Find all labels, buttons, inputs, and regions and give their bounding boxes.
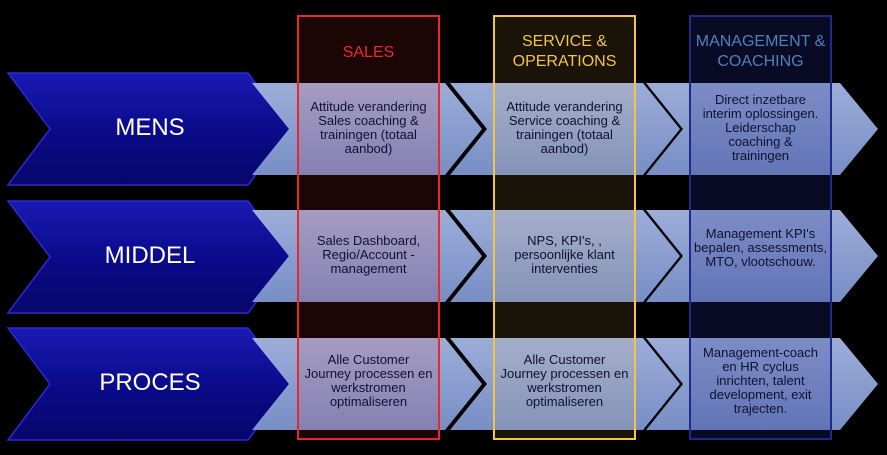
- cell-chevrons: [252, 83, 878, 430]
- cell-middel-service: NPS, KPI's, , persoonlijke klant interve…: [514, 233, 615, 276]
- column-overlays: [298, 16, 831, 439]
- cell-mens-sales: Attitude verandering Sales coaching & tr…: [310, 99, 427, 156]
- management-column-tint: [690, 16, 831, 439]
- cell-chevron-mens-sales: [252, 83, 482, 175]
- cell-chevron-middel-service: [450, 210, 680, 302]
- cell-middel-sales: Sales Dashboard, Regio/Account -manageme…: [316, 233, 421, 276]
- sales-column-tint: [298, 16, 439, 439]
- service-column-frame: [493, 15, 636, 440]
- cell-chevron-proces-management: [646, 338, 878, 430]
- service-column-title: SERVICE & OPERATIONS: [512, 33, 617, 70]
- cell-proces-sales: Alle Customer Journey processen en werks…: [304, 352, 433, 409]
- row-chevrons: [6, 72, 291, 441]
- row-chevron-mens: [6, 72, 291, 186]
- cell-mens-service: Attitude verandering Service coaching & …: [506, 99, 623, 156]
- row-chevron-proces: [6, 327, 291, 441]
- cell-chevron-mens-management: [646, 83, 878, 175]
- cell-chevron-middel-sales: [252, 210, 482, 302]
- cell-chevron-proces-sales: [252, 338, 482, 430]
- row-label-mens: MENS: [115, 114, 185, 141]
- cell-proces-service: Alle Customer Journey processen en werks…: [500, 352, 629, 409]
- cell-chevron-mens-service: [450, 83, 680, 175]
- row-label-middel: MIDDEL: [104, 242, 196, 269]
- column-frames: [297, 15, 832, 440]
- sales-column-title: SALES: [342, 44, 395, 61]
- cell-middel-management: Management KPI's bepalen, assessments, M…: [694, 226, 827, 269]
- cell-chevron-proces-service: [450, 338, 680, 430]
- row-chevron-middel: [6, 200, 291, 314]
- sales-column-frame: [297, 15, 440, 440]
- management-column-title: MANAGEMENT & COACHING: [695, 33, 826, 70]
- service-column-tint: [494, 16, 635, 439]
- cell-chevron-middel-management: [646, 210, 878, 302]
- cell-proces-management: Management-coach en HR cyclus inrichten,…: [703, 345, 818, 416]
- cell-mens-management: Direct inzetbare interim oplossingen. Le…: [702, 92, 819, 163]
- row-label-proces: PROCES: [99, 369, 201, 396]
- management-column-frame: [689, 15, 832, 440]
